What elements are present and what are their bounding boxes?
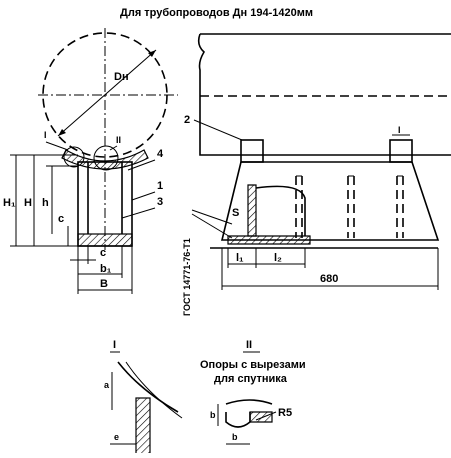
callout-I-left: I	[44, 130, 47, 140]
rib-curve	[255, 185, 306, 236]
leader-2	[193, 119, 243, 141]
dim-S: S	[232, 207, 239, 219]
rib-weld	[227, 235, 311, 245]
detail-I: I a e	[104, 339, 183, 455]
dim-b-bottom: b	[232, 432, 238, 442]
dim-e: e	[114, 432, 119, 442]
callout-II-top: II	[116, 135, 121, 145]
leader-I-left	[45, 141, 69, 151]
dim-b-left: b	[210, 410, 216, 420]
dim-h: h	[42, 197, 49, 209]
leader-R5	[255, 411, 277, 421]
callout-4: 4	[157, 148, 164, 160]
detail-II-plate	[249, 411, 273, 423]
leader-4	[127, 159, 156, 171]
callout-I-side: I	[398, 125, 401, 135]
detail-I-plate	[135, 397, 151, 455]
dim-dn: Dн	[114, 71, 129, 83]
support-base-plate	[77, 233, 133, 247]
dim-B: B	[100, 278, 108, 290]
diameter-arrow-top	[148, 50, 156, 57]
leader-1	[131, 191, 156, 201]
support-lug-right	[389, 139, 413, 163]
leader-weld-1	[191, 209, 233, 225]
dim-l1: l₁	[236, 252, 244, 264]
rib-vertical	[247, 184, 257, 237]
detail-II-title: II	[246, 339, 252, 351]
caption-line1: Опоры с вырезами	[200, 359, 306, 371]
drawing-title: Для трубопроводов Дн 194-1420мм	[120, 7, 313, 19]
leader-II-top	[109, 145, 118, 151]
dim-b1: b₁	[100, 263, 112, 275]
side-view: 2 I S l₁ l₂	[184, 33, 451, 290]
detail-circle-II	[93, 145, 119, 171]
front-view: Dн I II 4 1 3 H₁ H h c	[3, 28, 233, 316]
leader-weld-2	[191, 213, 233, 239]
pipe-side-outline	[197, 33, 451, 156]
saddle-plate	[61, 149, 149, 170]
leader-3	[121, 207, 156, 219]
dim-l2: l₂	[274, 252, 282, 264]
dim-H1: H₁	[3, 197, 16, 209]
callout-1: 1	[157, 180, 163, 192]
detail-II: II Опоры с вырезами для спутника R5 b b	[200, 339, 306, 445]
standard-label: ГОСТ 14771-76-Т1	[182, 238, 192, 316]
detail-II-cutout	[225, 412, 251, 428]
detail-I-title: I	[113, 339, 116, 351]
dim-c-bottom: c	[100, 247, 106, 259]
dim-a: a	[104, 380, 110, 390]
callout-3: 3	[157, 196, 163, 208]
detail-circle-I	[63, 146, 85, 168]
caption-line2: для спутника	[214, 373, 288, 385]
detail-I-saddle-arc	[125, 361, 183, 419]
support-lug-left	[240, 139, 264, 163]
dim-680: 680	[320, 273, 338, 285]
detail-I-pipe-arc	[117, 361, 179, 413]
dim-c-vertical: c	[58, 213, 64, 225]
dim-R5: R5	[278, 407, 292, 419]
diameter-arrow-bottom	[58, 129, 66, 136]
support-body-side	[220, 161, 440, 241]
callout-2: 2	[184, 114, 190, 126]
detail-II-top-arc	[225, 399, 273, 405]
dim-H: H	[24, 197, 32, 209]
dashed-slots	[295, 175, 404, 238]
diameter-line	[57, 49, 157, 137]
